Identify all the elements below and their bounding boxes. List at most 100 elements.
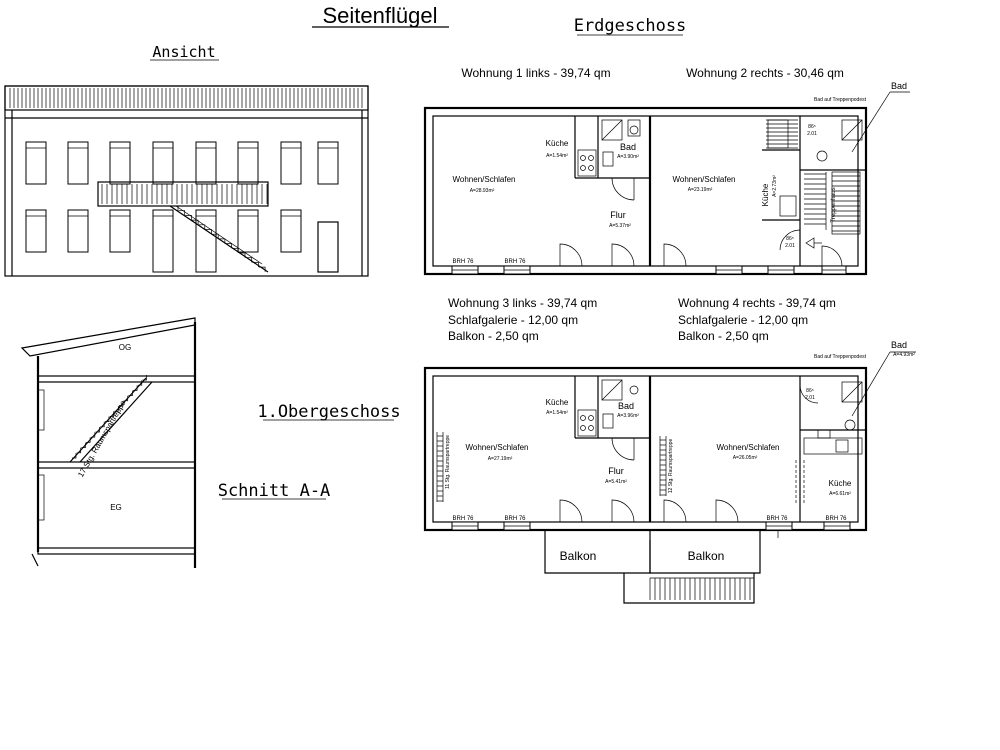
section-ceiling-og <box>37 375 196 383</box>
eg-brh2: BRH 76 <box>504 259 526 265</box>
og-brh3: BRH 76 <box>766 516 788 522</box>
stair-step <box>245 257 253 263</box>
eg-dim1b: 2.01 <box>807 131 817 137</box>
elevation-window-upper <box>237 141 259 185</box>
og-kueche2-area: A=6.61m² <box>829 491 851 497</box>
ansicht-heading: Ansicht <box>152 43 215 61</box>
section-roof <box>20 317 196 357</box>
eg-bad1-area: A=3.90m² <box>617 154 639 160</box>
eg-shower-diag <box>601 119 623 141</box>
section-stair <box>69 375 153 463</box>
section-stair-step <box>133 385 138 391</box>
section-floor <box>37 547 196 555</box>
og-shower-diag <box>601 379 623 401</box>
elevation-attic <box>4 85 369 111</box>
og-door-arc <box>715 499 739 523</box>
attic-hatching <box>9 88 363 108</box>
section-drawing: OG EG 17 Stg. Raumspartreppe <box>20 317 197 568</box>
schnitt-heading: Schnitt A-A <box>218 481 331 501</box>
stair-step <box>252 262 259 268</box>
og-door-arc <box>799 384 819 404</box>
unit3-label: Wohnung 3 links - 39,74 qm <box>448 296 597 310</box>
eg-stove-burner <box>580 165 586 171</box>
og-dim1: 86⁵ <box>806 388 814 394</box>
eg-toilet <box>627 119 641 137</box>
eg-wohnen2: Wohnen/Schlafen <box>672 175 735 184</box>
og-shower2 <box>841 381 863 403</box>
elevation-outline <box>4 85 369 277</box>
eg-outer-wall <box>423 106 868 276</box>
section-stair-stringer <box>69 377 147 463</box>
elevation-drawing <box>4 85 369 277</box>
eg-kueche1-area: A=1.54m² <box>546 153 568 159</box>
erdgeschoss-heading: Erdgeschoss <box>574 16 687 36</box>
section-stair-stringer <box>79 381 153 463</box>
balcony-railing <box>101 184 268 204</box>
elevation-window-lower <box>237 209 259 253</box>
elevation-window-lower <box>152 209 174 273</box>
unit4-gallery: Schlafgalerie - 12,00 qm <box>678 313 808 327</box>
eg-wohnen2-area: A=23.19m² <box>688 187 713 193</box>
stair-step <box>205 229 212 235</box>
og-stove-burner <box>580 415 586 421</box>
stair-step <box>172 205 179 211</box>
stair-step <box>185 215 192 221</box>
og-balkon2: Balkon <box>688 549 725 563</box>
eg-shower <box>601 119 623 141</box>
og-door-arc <box>559 499 583 523</box>
elevation-door <box>317 221 339 273</box>
og-brh2: BRH 76 <box>504 516 526 522</box>
og-flur-area: A=5.41m² <box>605 479 627 485</box>
section-stair-step <box>90 432 96 438</box>
og-balcony-stair <box>649 577 754 600</box>
eg-bad-podest: Bad auf Treppenpodest <box>814 97 867 103</box>
og-stove-burner <box>588 415 594 421</box>
og-balcony-stair-frame <box>623 573 755 604</box>
unit3-balcony: Balkon - 2,50 qm <box>448 329 539 343</box>
eg-stair-run <box>831 171 861 235</box>
elevation-window-upper <box>67 141 89 185</box>
eg-toilet-bowl <box>629 125 639 135</box>
unit4-balcony: Balkon - 2,50 qm <box>678 329 769 343</box>
og-door-arc <box>611 499 635 523</box>
og-bad1-area: A=3.96m² <box>617 413 639 419</box>
eg-stove2 <box>779 195 797 217</box>
eg-dim1: 86⁵ <box>808 124 816 130</box>
eg-kueche2-area: A=2.73m² <box>772 175 778 197</box>
og-door-arc <box>611 437 635 461</box>
og-wohnen2-area: A=26.05m² <box>733 455 758 461</box>
elevation-window-upper <box>280 141 302 185</box>
eg-flur: Flur <box>610 210 626 220</box>
og-sink <box>602 413 614 429</box>
eg-wohnen1-area: A=28.93m² <box>470 188 495 194</box>
exterior-stair <box>169 205 269 273</box>
og-stove <box>577 409 597 437</box>
unit1-label: Wohnung 1 links - 39,74 qm <box>461 66 610 80</box>
section-stair-step <box>119 401 124 407</box>
eg-kueche1: Küche <box>546 139 569 148</box>
og-kueche2: Küche <box>829 479 852 488</box>
section-window-og <box>37 389 45 431</box>
eg-door-arc <box>611 177 635 201</box>
og-ladders <box>436 432 667 502</box>
eg-windows <box>451 265 847 275</box>
og-bad1: Bad <box>618 401 634 411</box>
elevation-windows <box>25 141 339 273</box>
section-ceiling-eg <box>37 461 196 469</box>
og-brh4: BRH 76 <box>825 516 847 522</box>
eg-toilet2 <box>816 150 828 162</box>
eg-dim2: 86⁵ <box>786 236 794 242</box>
eg-brh1: BRH 76 <box>452 259 474 265</box>
og-stove-burner <box>580 425 586 431</box>
og-kitchen2-stove <box>835 439 849 453</box>
elevation-window-lower <box>109 209 131 253</box>
section-og-label: OG <box>119 343 131 352</box>
og-shower <box>601 379 623 401</box>
eg-wohnen1: Wohnen/Schlafen <box>452 175 515 184</box>
elevation-window-lower <box>195 209 217 273</box>
og-windows <box>451 521 851 531</box>
og-flur: Flur <box>608 466 624 476</box>
og-stove-burner <box>588 425 594 431</box>
section-stair-step <box>76 447 82 454</box>
